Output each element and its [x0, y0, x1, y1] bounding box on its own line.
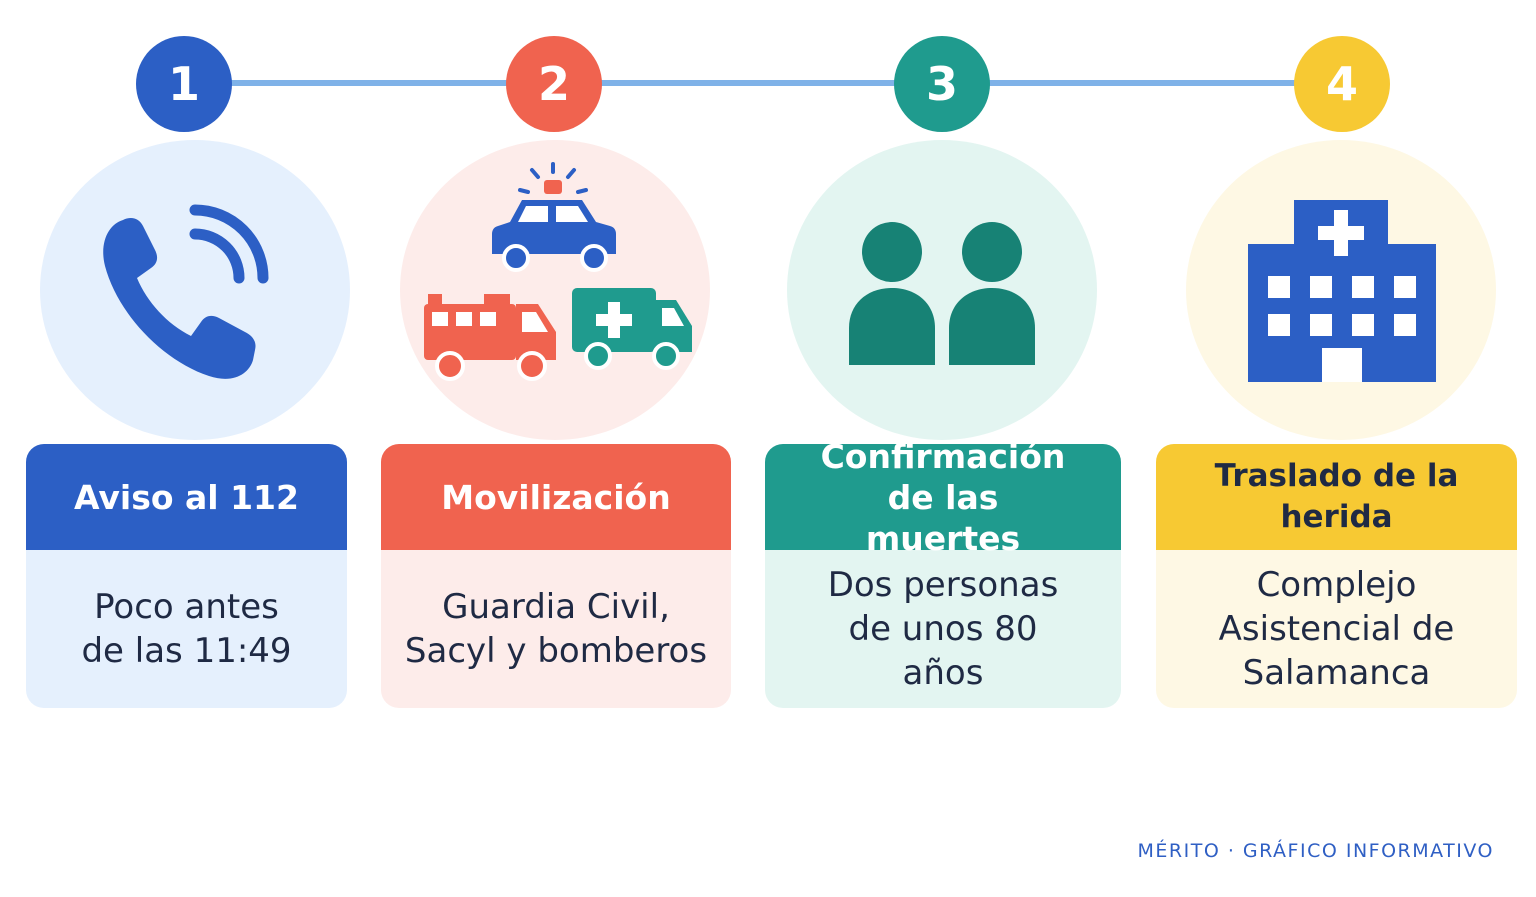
step-1-number: 1: [136, 36, 232, 132]
hospital-icon: [1248, 200, 1436, 382]
ambulance-icon: [572, 288, 692, 370]
timeline-connector: [184, 80, 1340, 86]
step-3-card: Confirmación de las muertes Dos personas…: [765, 444, 1121, 708]
emergency-vehicles-icon: [424, 162, 692, 381]
step-3-halo: [787, 140, 1097, 440]
step-1-halo: [40, 140, 350, 440]
step-4-description: Complejo Asistencial de Salamanca: [1218, 565, 1455, 693]
step-3-title: Confirmación de las muertes: [820, 444, 1066, 558]
step-1-card: Aviso al 112 Poco antes de las 11:49: [26, 444, 347, 708]
two-people-icon: [849, 222, 1035, 365]
step-1-description: Poco antes de las 11:49: [81, 587, 292, 671]
step-2-description: Guardia Civil, Sacyl y bomberos: [404, 587, 708, 671]
step-4-title: Traslado de la herida: [1156, 444, 1517, 550]
step-2-card: Movilización Guardia Civil, Sacyl y bomb…: [381, 444, 731, 708]
police-car-icon: [492, 162, 616, 272]
step-3-description: Dos personas de unos 80 años: [827, 565, 1059, 693]
step-2-title: Movilización: [381, 444, 731, 550]
step-4-card: Traslado de la herida Complejo Asistenci…: [1156, 444, 1517, 708]
step-4-number: 4: [1294, 36, 1390, 132]
step-1-title: Aviso al 112: [26, 444, 347, 550]
phone-icon: [103, 204, 269, 379]
footer-credit: MÉRITO · GRÁFICO INFORMATIVO: [1137, 840, 1494, 862]
step-3-number: 3: [894, 36, 990, 132]
fire-truck-icon: [424, 294, 556, 381]
step-2-number: 2: [506, 36, 602, 132]
